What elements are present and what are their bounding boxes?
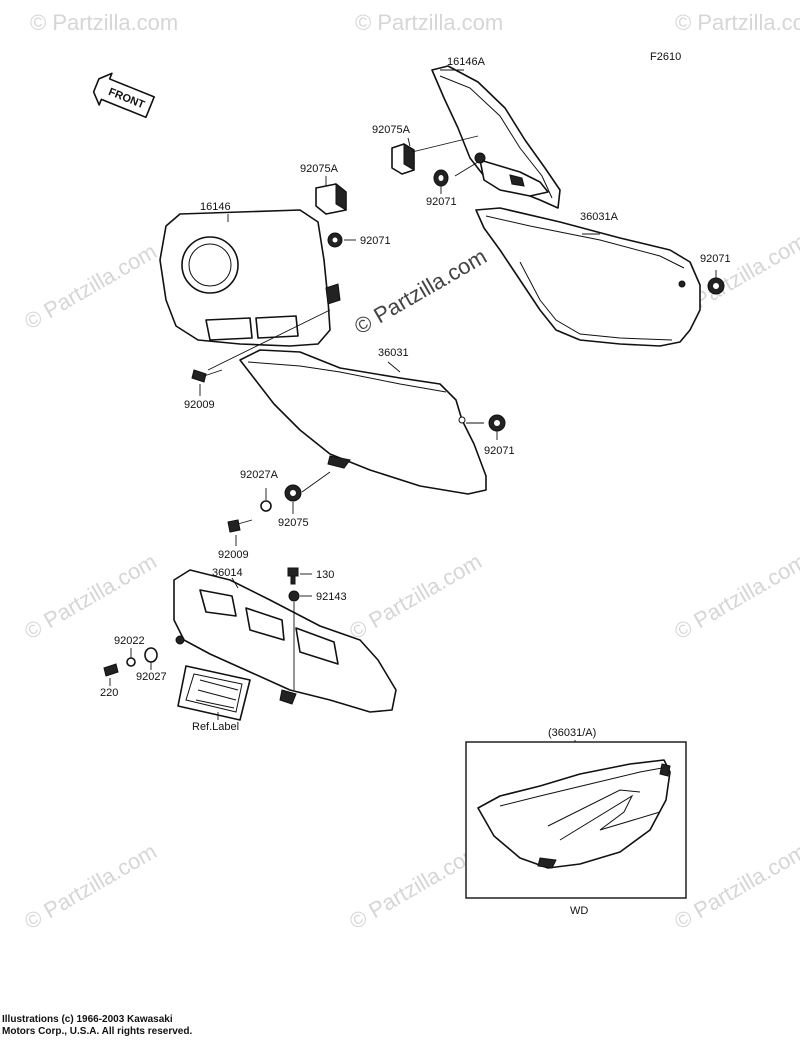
watermark-text: © Partzilla.com — [345, 549, 486, 645]
part-number-label: 16146A — [447, 56, 486, 68]
copyright-notice: Illustrations (c) 1966-2003 Kawasaki Mot… — [2, 1014, 192, 1038]
side-cover-inner-16146 — [159, 209, 341, 347]
inset-title: (36031/A) — [548, 727, 596, 739]
part-number-label: 92027 — [136, 671, 167, 683]
pad-92075A-left — [315, 182, 347, 215]
part-number-label: 92075 — [278, 517, 309, 529]
part-number-label: 92075A — [372, 124, 411, 136]
watermark-text: © Partzilla.com — [30, 10, 178, 35]
watermark-text: © Partzilla.com — [670, 549, 800, 645]
watermark-text: © Partzilla.com — [355, 10, 503, 35]
part-number-label: 92071 — [484, 445, 515, 457]
part-number-label: 92027A — [240, 469, 279, 481]
watermark-text: © Partzilla.com — [20, 839, 161, 935]
grommet-92071-a — [433, 169, 449, 187]
part-number-label: 92022 — [114, 635, 145, 647]
screw-92009-a — [191, 369, 223, 383]
figure-code: F2610 — [650, 51, 681, 63]
watermark-center-text: © Partzilla.com — [350, 244, 491, 340]
grommet-92071-c — [327, 232, 343, 248]
washer-92027 — [144, 647, 158, 663]
reference-label-plate — [177, 665, 251, 721]
part-number-label: 36014 — [212, 567, 243, 579]
watermark-text: © Partzilla.com — [675, 10, 800, 35]
grommet-92071-b — [707, 277, 725, 295]
part-number-label: 92071 — [426, 196, 457, 208]
watermark-text: © Partzilla.com — [345, 839, 486, 935]
reference-label-text: Ref.Label — [192, 721, 239, 733]
inset-variant-box: (36031/A) WD — [465, 727, 687, 917]
watermark-text: © Partzilla.com — [20, 549, 161, 645]
part-number-label: 130 — [316, 569, 334, 581]
washer-92027A — [260, 500, 272, 512]
copyright-line-2: Motors Corp., U.S.A. All rights reserved… — [2, 1026, 193, 1037]
watermark-text: © Partzilla.com — [20, 239, 161, 335]
part-number-label: 92009 — [218, 549, 249, 561]
grommet-92075 — [284, 484, 302, 502]
part-number-label: 92071 — [360, 235, 391, 247]
part-number-label: 16146 — [200, 201, 231, 213]
front-arrow-icon: FRONT — [92, 72, 155, 119]
pad-92075A-top — [391, 143, 415, 175]
bolt-130 — [287, 567, 299, 585]
inset-caption: WD — [570, 905, 588, 917]
part-number-label: 36031 — [378, 347, 409, 359]
screw-92009-b — [227, 519, 253, 533]
collar-92143 — [288, 590, 300, 602]
copyright-line-1: Illustrations (c) 1966-2003 Kawasaki — [2, 1014, 173, 1025]
grommet-92071-d — [488, 414, 506, 432]
part-number-label: 220 — [100, 687, 118, 699]
screw-220 — [103, 663, 119, 677]
side-cover-36031A — [475, 207, 701, 347]
part-number-label: 92071 — [700, 253, 731, 265]
inset-side-cover-graphic — [477, 759, 671, 869]
washer-92022 — [126, 657, 136, 667]
side-cover-inner-16146A — [431, 65, 561, 209]
side-cover-36031 — [239, 349, 487, 495]
part-number-label: 92075A — [300, 163, 339, 175]
part-number-label: 92009 — [184, 399, 215, 411]
watermark-text: © Partzilla.com — [670, 839, 800, 935]
part-number-label: 36031A — [580, 211, 619, 223]
cover-36014 — [173, 569, 397, 713]
callout-labels: 16146A 92075A 92071 36031A 92071 92075A … — [100, 56, 731, 733]
part-number-label: 92143 — [316, 591, 347, 603]
leader-lines — [109, 69, 717, 720]
